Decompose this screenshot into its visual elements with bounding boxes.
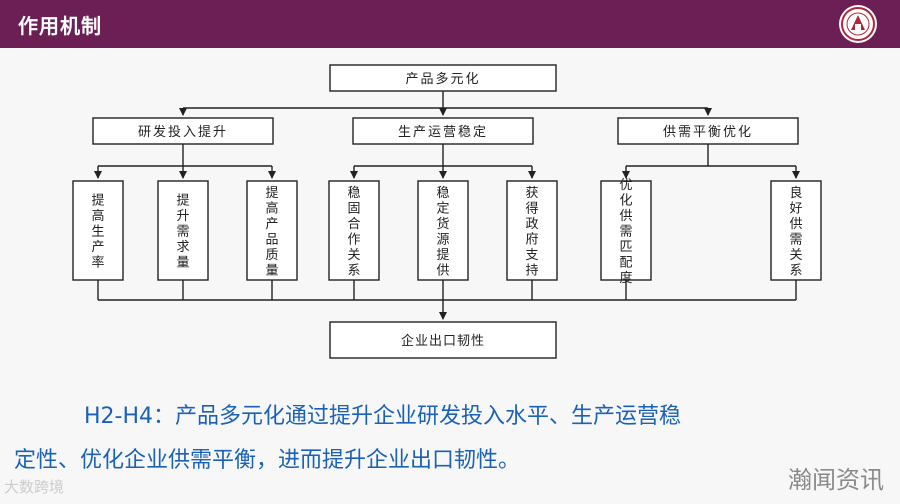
page-title: 作用机制 (18, 14, 102, 38)
leaf-box (72, 180, 124, 281)
category-node-label: 供需平衡优化 (663, 125, 753, 140)
category-node-operations: 生产运营稳定 (352, 117, 534, 145)
leaf-node-label: 提升需求量 (176, 193, 189, 271)
caption-line-1: H2-H4：产品多元化通过提升企业研发投入水平、生产运营稳 (84, 404, 682, 429)
leaf-node-label: 提高产品质量 (265, 185, 278, 278)
mechanism-diagram: 产品多元化 研发投入提升 生产运营稳定 供需平衡优化 企业出口韧性 提高生产率 提… (72, 64, 822, 359)
leaf-node-label: 良好供需关系 (789, 185, 802, 278)
leaf-nodes (72, 180, 822, 281)
leaf-box (157, 180, 209, 281)
leaf-box (417, 180, 469, 281)
root-node-label: 产品多元化 (405, 71, 480, 87)
connector-lines (94, 91, 800, 320)
category-node-label: 生产运营稳定 (398, 124, 488, 140)
leaf-box (246, 180, 298, 281)
category-node-supply-demand: 供需平衡优化 (617, 117, 799, 145)
outcome-node-label: 企业出口韧性 (401, 333, 485, 349)
leaf-node-label: 稳固合作关系 (347, 185, 360, 278)
category-node-rd: 研发投入提升 (92, 117, 274, 145)
leaf-box (770, 180, 822, 281)
leaf-box (328, 180, 380, 281)
outcome-node: 企业出口韧性 (329, 321, 557, 359)
leaf-node-label: 提高生产率 (91, 193, 104, 271)
leaf-node-label: 优化供需匹配度 (619, 178, 632, 286)
category-node-label: 研发投入提升 (138, 124, 228, 140)
root-node: 产品多元化 (329, 64, 557, 92)
leaf-node-label: 获得政府支持 (525, 186, 538, 278)
caption-line-2: 定性、优化企业供需平衡，进而提升企业出口韧性。 (14, 448, 521, 473)
header-bar: 作用机制 (0, 0, 900, 48)
leaf-node-label: 稳定货源提供 (436, 185, 449, 278)
watermark-left: 大数跨境 (4, 478, 65, 496)
leaf-box (506, 180, 558, 281)
watermark-right: 瀚闻资讯 (788, 466, 884, 494)
university-emblem-icon (839, 5, 877, 43)
leaf-box (600, 180, 652, 281)
